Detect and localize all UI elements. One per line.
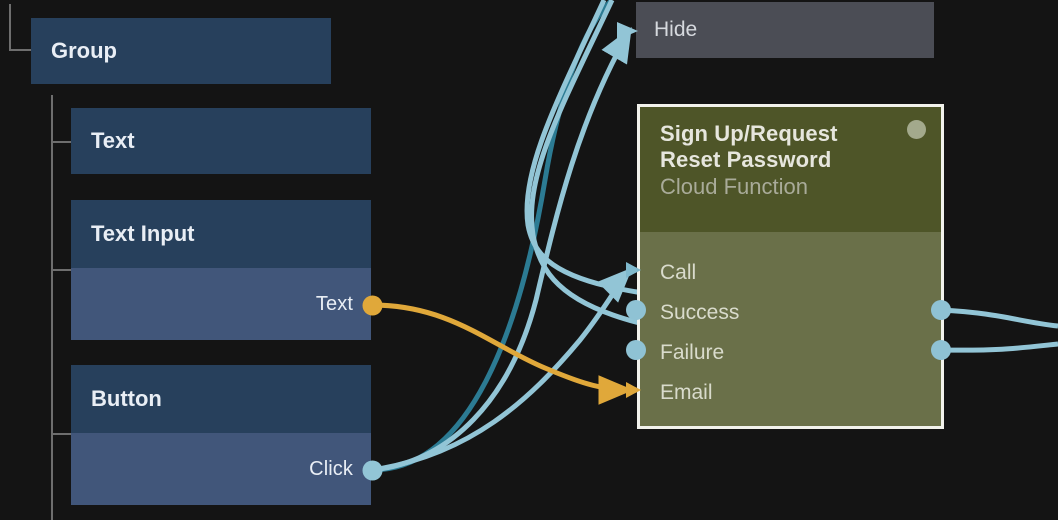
edge-click-to-offscreen-top <box>371 0 614 473</box>
node-cloud-function-title: Sign Up/Request Reset Password <box>660 121 838 172</box>
cf-port-markers <box>626 262 646 398</box>
node-text-input-port-text[interactable]: Text <box>71 268 371 340</box>
status-dot-icon <box>907 120 926 139</box>
node-cloud-function-header[interactable]: Sign Up/Request Reset Password Cloud Fun… <box>640 107 941 232</box>
edge-out2-to-offscreen-right <box>940 341 1058 353</box>
edge-text-to-email <box>371 302 634 405</box>
tree-guide-root-horizontal <box>9 49 31 51</box>
node-cloud-function[interactable]: Sign Up/Request Reset Password Cloud Fun… <box>637 104 944 429</box>
cf-input-email-arrow-icon <box>626 382 641 398</box>
edge-click-to-call <box>371 267 633 473</box>
cf-input-email-label: Email <box>660 381 713 404</box>
node-button[interactable]: Button Click <box>71 365 371 505</box>
node-hide-label: Hide <box>654 18 698 41</box>
cf-input-call-arrow-icon <box>626 262 641 278</box>
node-group-title: Group <box>51 38 117 63</box>
hide-input-marker <box>617 22 638 40</box>
node-text-input-title: Text Input <box>91 221 195 246</box>
node-text[interactable]: Text <box>71 108 371 174</box>
cf-input-failure-dot-icon <box>626 340 646 360</box>
cf-input-call[interactable]: Call <box>660 261 696 285</box>
node-cloud-function-subtitle: Cloud Function <box>660 174 808 200</box>
tree-guide-children-vertical <box>51 95 53 520</box>
node-button-header[interactable]: Button <box>71 365 371 433</box>
port-dot-text[interactable] <box>362 295 383 316</box>
node-cloud-function-ports: Call Success Failure Email <box>640 232 941 430</box>
cf-input-success-label: Success <box>660 301 740 324</box>
cf-input-success[interactable]: Success <box>660 301 739 325</box>
cf-input-failure[interactable]: Failure <box>660 341 724 365</box>
cf-input-call-label: Call <box>660 261 697 284</box>
tree-guide-root-vertical <box>9 4 11 50</box>
node-group-header[interactable]: Group <box>31 18 331 84</box>
port-dot-click[interactable] <box>362 460 383 481</box>
cf-output-1-dot-icon <box>931 300 951 320</box>
cf-input-failure-label: Failure <box>660 341 725 364</box>
edge-click-to-hide <box>371 26 633 473</box>
tree-guide-child-text <box>51 141 71 143</box>
node-text-header[interactable]: Text <box>71 108 371 174</box>
cf-input-success-dot-icon <box>626 300 646 320</box>
node-text-title: Text <box>91 128 135 153</box>
node-text-input[interactable]: Text Input Text <box>71 200 371 340</box>
node-button-port-click[interactable]: Click <box>71 433 371 505</box>
node-group[interactable]: Group <box>31 18 331 84</box>
cf-input-email[interactable]: Email <box>660 381 713 405</box>
tree-guide-child-text-input <box>51 269 71 271</box>
cf-output-2-dot-icon <box>931 340 951 360</box>
tree-guide-child-button <box>51 433 71 435</box>
node-text-input-header[interactable]: Text Input <box>71 200 371 268</box>
node-hide[interactable]: Hide <box>636 2 934 58</box>
port-label-click: Click <box>309 457 353 480</box>
node-button-title: Button <box>91 386 162 411</box>
cf-output-markers[interactable] <box>928 298 954 364</box>
edge-out1-to-offscreen-right <box>940 307 1058 329</box>
hide-input-arrow-icon <box>617 22 638 40</box>
port-label-text: Text <box>315 292 353 315</box>
